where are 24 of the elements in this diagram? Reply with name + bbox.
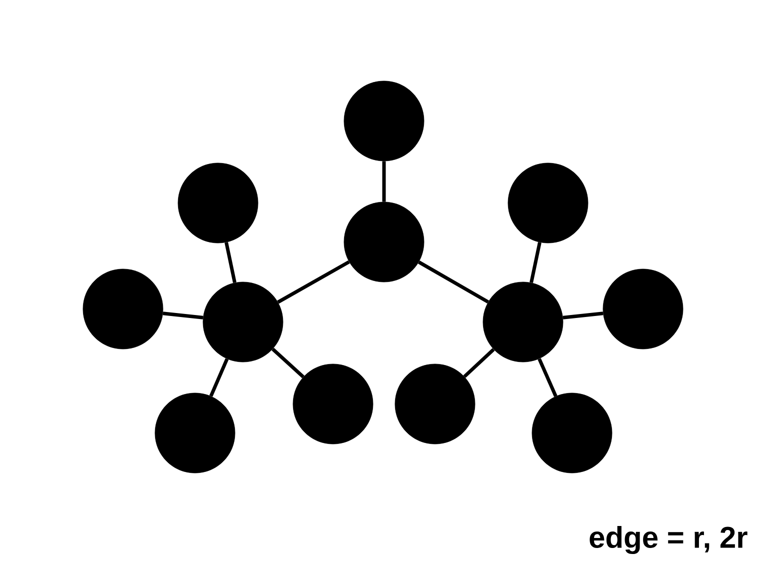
edge-line bbox=[463, 348, 495, 378]
edge-line bbox=[382, 161, 386, 202]
circle-node bbox=[532, 392, 612, 474]
edge-line bbox=[272, 348, 304, 378]
circle-node bbox=[82, 268, 164, 350]
circle-node bbox=[602, 268, 684, 350]
edge-line bbox=[562, 312, 604, 320]
edge-line bbox=[530, 242, 542, 284]
circle-node bbox=[394, 364, 476, 444]
caption-text: edge = r, 2r bbox=[590, 526, 748, 554]
edge-line bbox=[538, 358, 558, 397]
circle-node bbox=[482, 282, 564, 362]
circle-node bbox=[178, 162, 258, 244]
circle-node bbox=[344, 80, 424, 162]
edge-line bbox=[277, 260, 350, 304]
circle-node bbox=[344, 202, 424, 282]
edge-line bbox=[162, 312, 204, 320]
circle-node bbox=[154, 392, 236, 474]
circle-node bbox=[508, 162, 588, 244]
edge-line bbox=[224, 242, 236, 284]
edge-line bbox=[209, 358, 229, 397]
circle-node bbox=[202, 282, 284, 362]
circle-node bbox=[292, 364, 374, 444]
edge-line bbox=[418, 260, 490, 304]
